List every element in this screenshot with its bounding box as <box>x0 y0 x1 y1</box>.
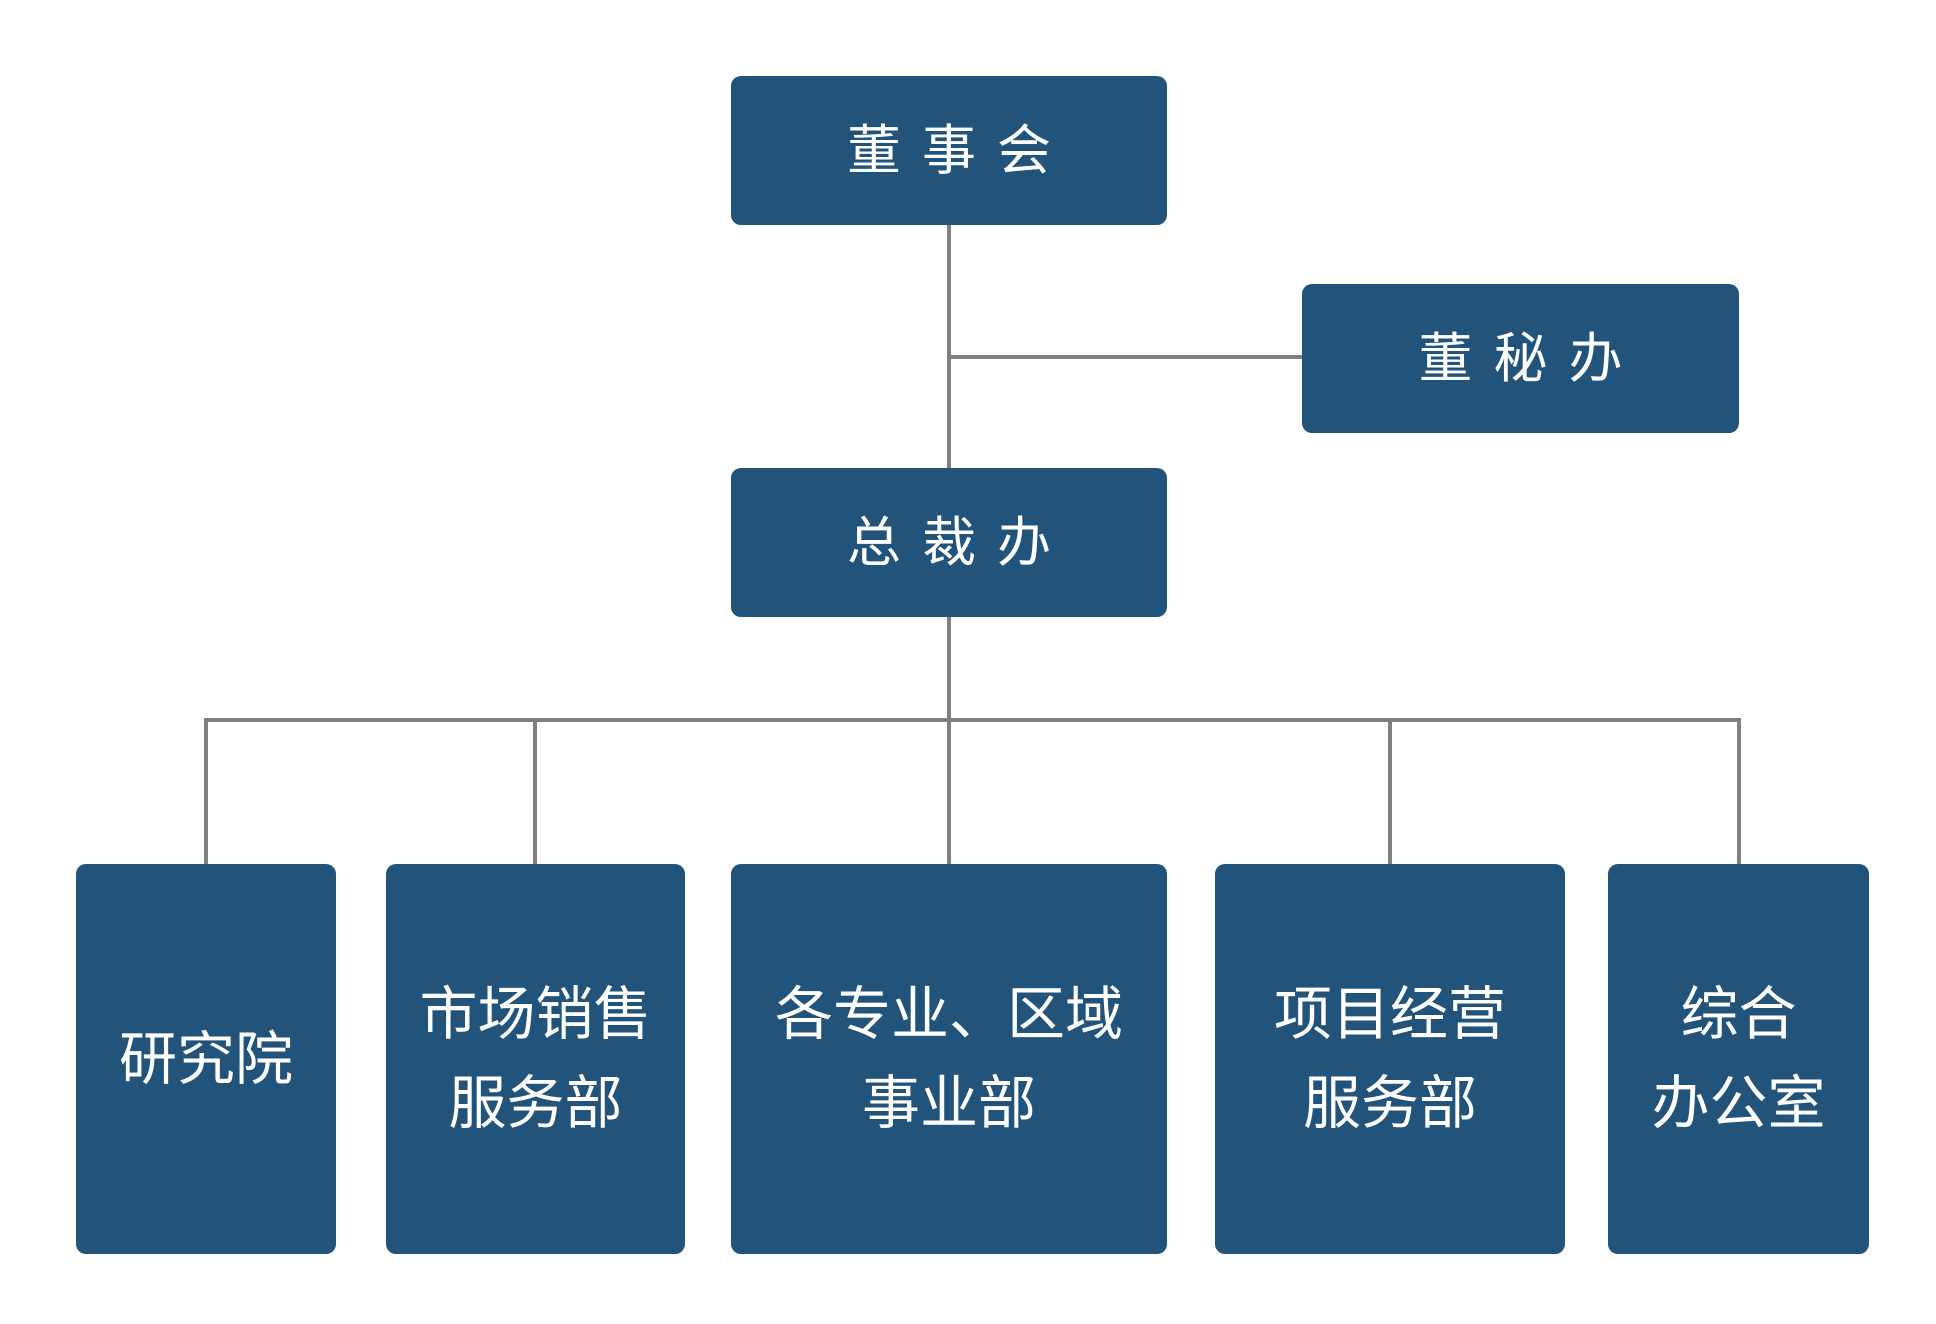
node-board-secretary-label: 董秘办 <box>1418 326 1644 390</box>
node-label-line: 项目经营 <box>1273 980 1506 1048</box>
node-label-line: 办公室 <box>1651 1069 1826 1137</box>
node-label-line: 综合 <box>1680 980 1797 1048</box>
node-label-line: 事业部 <box>861 1069 1036 1137</box>
node-research-institute: 研究院 <box>76 864 336 1254</box>
node-project-operations-service: 项目经营 服务部 <box>1215 864 1565 1254</box>
node-label-line: 市场销售 <box>419 980 652 1048</box>
node-label-line: 研究院 <box>118 1024 293 1093</box>
node-general-office: 综合 办公室 <box>1608 864 1869 1254</box>
node-label-line: 各专业、区域 <box>774 980 1123 1048</box>
node-president-office: 总裁办 <box>731 468 1167 617</box>
node-board-label: 董事会 <box>847 118 1072 182</box>
node-board-secretary: 董秘办 <box>1302 284 1739 433</box>
node-label-line: 服务部 <box>448 1069 623 1137</box>
node-marketing-sales-service: 市场销售 服务部 <box>386 864 685 1254</box>
node-business-divisions: 各专业、区域 事业部 <box>731 864 1167 1254</box>
node-board: 董事会 <box>731 76 1167 225</box>
node-president-office-label: 总裁办 <box>847 510 1072 574</box>
node-label-line: 服务部 <box>1302 1069 1477 1137</box>
